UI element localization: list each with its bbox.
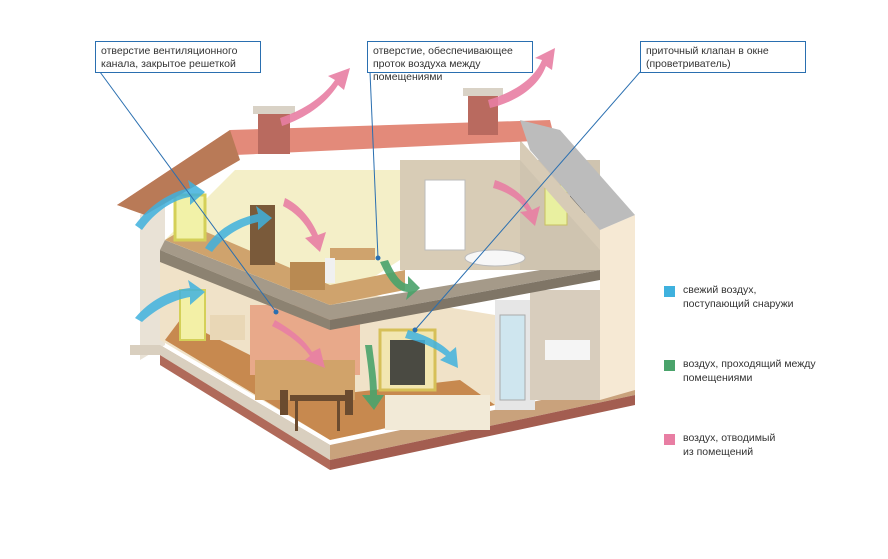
legend-internal-air: воздух, проходящий между помещениями: [664, 357, 823, 385]
legend-exhaust-swatch: [664, 434, 675, 445]
legend-internal-swatch: [664, 360, 675, 371]
legend-fresh-air: свежий воздух, поступающий снаружи: [664, 283, 823, 311]
legend-fresh-swatch: [664, 286, 675, 297]
legend-exhaust-air: воздух, отводимый из помещений: [664, 431, 823, 459]
callout-air-pass: отверстие, обеспечивающее проток воздуха…: [367, 41, 533, 73]
legend-internal-text: воздух, проходящий между помещениями: [683, 357, 823, 385]
callout-window-valve: приточный клапан в окне (проветриватель): [640, 41, 806, 73]
callout-vent-grille-text: отверстие вентиляционного канала, закрыт…: [101, 45, 237, 70]
callout-window-valve-text: приточный клапан в окне (проветриватель): [646, 45, 769, 70]
callout-vent-grille: отверстие вентиляционного канала, закрыт…: [95, 41, 261, 73]
legend-exhaust-text: воздух, отводимый из помещений: [683, 431, 823, 459]
legend-fresh-text: свежий воздух, поступающий снаружи: [683, 283, 823, 311]
